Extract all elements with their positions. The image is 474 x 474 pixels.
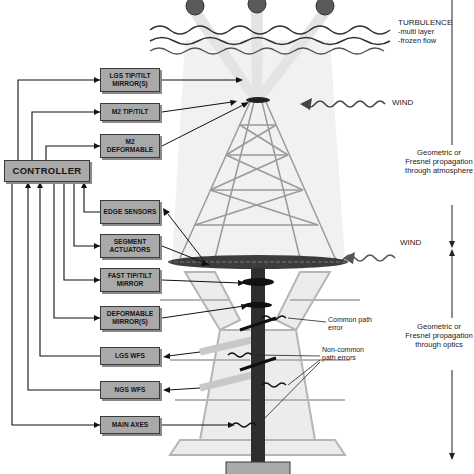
laser-beam <box>188 12 262 100</box>
error-label: Non-common path errors <box>322 346 374 363</box>
error-label: Common path error <box>328 316 380 333</box>
box-text: M2 TIP/TILT <box>112 108 149 116</box>
wind-label: WIND <box>392 98 432 108</box>
branch-beam <box>200 340 252 388</box>
connector-line <box>40 182 100 356</box>
connector-line <box>74 182 100 246</box>
sensor-box: LGS WFS <box>100 347 160 365</box>
control-connector <box>74 182 100 249</box>
mirror-box: DEFORMABLE MIRROR(S) <box>100 306 160 330</box>
control-connector <box>25 182 100 390</box>
guide-star <box>248 0 266 13</box>
controller-box: CONTROLLER <box>4 160 90 182</box>
box-text: NGS WFS <box>115 386 146 394</box>
connector-line <box>12 182 100 425</box>
secondary-mirror <box>246 97 270 103</box>
leader-line <box>254 318 326 425</box>
error-wave <box>228 316 286 427</box>
connector-line <box>28 182 100 390</box>
control-connector <box>54 182 100 321</box>
connector-line <box>84 182 100 212</box>
connector-line <box>64 182 100 280</box>
wind-arrow <box>305 101 385 107</box>
connector-line <box>32 112 100 160</box>
turbulence-wave <box>150 48 384 54</box>
control-connector <box>37 182 100 356</box>
extent-arrowhead <box>449 241 455 460</box>
control-connector <box>12 182 100 428</box>
arrowhead <box>25 182 31 188</box>
connector-line <box>54 182 100 318</box>
instrument-box <box>226 462 290 474</box>
box-text: M2 DEFORMABLE <box>103 138 157 153</box>
guide-star <box>186 0 204 15</box>
turbulence-label: TURBULENCE <box>398 18 468 28</box>
mirror-box: M2 DEFORMABLE <box>100 134 160 158</box>
turbulence-label: -frozen flow <box>398 37 468 46</box>
wind-arrowhead <box>300 98 312 110</box>
propagation-label: Geometric or Fresnel propagation through… <box>404 322 474 349</box>
box-text: CONTROLLER <box>13 166 82 177</box>
propagation-label: Geometric or Fresnel propagation through… <box>404 148 474 175</box>
box-text: MAIN AXES <box>112 421 148 429</box>
beam-splitter <box>240 358 276 370</box>
actuation-leader <box>162 80 245 425</box>
connector-line <box>18 80 100 160</box>
lens <box>242 278 274 286</box>
sensor-box: NGS WFS <box>100 381 160 399</box>
laser-beam <box>251 12 263 100</box>
arrowhead <box>81 182 87 188</box>
box-text: LGS WFS <box>115 352 145 360</box>
mirror-box: FAST TIP/TILT MIRROR <box>100 268 160 292</box>
control-connector <box>81 182 100 212</box>
control-connector <box>32 109 100 160</box>
extent-arrow <box>452 0 453 455</box>
control-connector <box>18 77 100 160</box>
mirror-segments <box>168 262 348 263</box>
arrowhead <box>37 182 43 188</box>
mirror-box: LGS TIP/TILT MIRROR(S) <box>100 68 160 92</box>
box-text: EDGE SENSORS <box>104 208 157 216</box>
connector-line <box>46 146 100 160</box>
sensor-box: EDGE SENSORS <box>100 200 160 224</box>
actuator-box: SEGMENT ACTUATORS <box>100 234 160 258</box>
control-connector <box>64 182 100 283</box>
leader-arrowhead <box>163 77 249 428</box>
box-text: DEFORMABLE MIRROR(S) <box>103 310 157 325</box>
mirror-box: M2 TIP/TILT <box>100 103 160 121</box>
beam-splitter <box>240 318 276 330</box>
guide-star <box>316 0 334 15</box>
turbulence-wave <box>150 26 390 34</box>
turbulence-label: -multi layer <box>398 28 468 37</box>
box-text: FAST TIP/TILT MIRROR <box>103 272 157 287</box>
box-text: LGS TIP/TILT MIRROR(S) <box>103 72 157 87</box>
primary-mirror <box>168 255 348 269</box>
turbulence-wave <box>150 38 390 45</box>
actuator-box: MAIN AXES <box>100 416 160 434</box>
box-text: SEGMENT ACTUATORS <box>103 238 157 253</box>
wind-label: WIND <box>400 238 440 248</box>
control-connector <box>46 143 100 160</box>
